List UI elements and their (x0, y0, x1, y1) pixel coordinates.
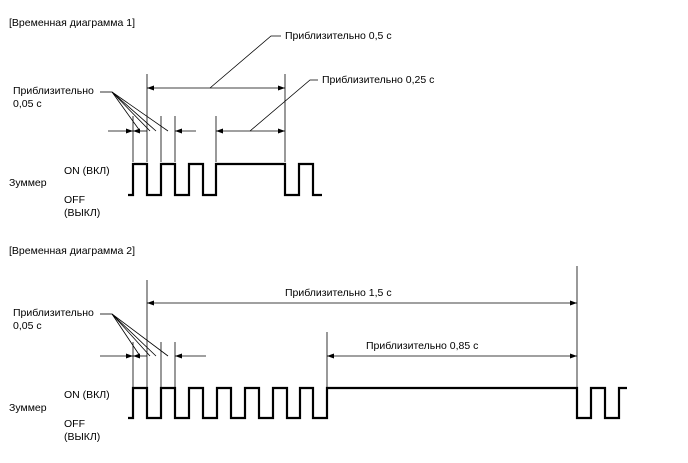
diagram1-short-label-2: 0,05 с (13, 98, 42, 110)
diagram1-off-label-2: (ВЫКЛ) (64, 207, 100, 219)
diagram2-short-leaders (100, 313, 169, 357)
diagram1-long-label: Приблизительно 0,25 с (322, 74, 434, 86)
diagram2-short-label-2: 0,05 с (13, 320, 42, 332)
timing-diagram-1: [Временная диаграмма 1] Приблизительно 0… (9, 17, 434, 219)
diagram2-off-label-2: (ВЫКЛ) (64, 431, 100, 443)
diagram1-short-label-1: Приблизительно (13, 85, 94, 97)
diagram2-short-label-1: Приблизительно (13, 307, 94, 319)
diagram1-extension-lines (132, 74, 286, 162)
diagram1-short-leaders (100, 91, 169, 132)
diagram2-total-label: Приблизительно 1,5 с (285, 287, 392, 299)
diagram1-signal-name: Зуммер (9, 177, 47, 189)
diagram1-long-leader (249, 79, 318, 132)
diagram2-title: [Временная диаграмма 2] (9, 245, 135, 257)
diagram1-total-label: Приблизительно 0,5 с (285, 30, 392, 42)
diagram2-extension-lines (132, 266, 578, 388)
diagram1-off-label-1: OFF (64, 194, 85, 206)
diagram2-on-label: ON (ВКЛ) (64, 389, 110, 401)
diagram1-on-label: ON (ВКЛ) (64, 165, 110, 177)
diagram2-long-label: Приблизительно 0,85 с (366, 340, 478, 352)
diagram1-total-leader (209, 35, 281, 89)
timing-diagram-2: [Временная диаграмма 2] Приблизительно 1… (9, 245, 627, 443)
diagram1-title: [Временная диаграмма 1] (9, 17, 135, 29)
diagram2-off-label-1: OFF (64, 418, 85, 430)
diagram2-buzzer-waveform (128, 386, 627, 420)
diagram2-signal-name: Зуммер (9, 402, 47, 414)
diagram1-buzzer-waveform (128, 162, 322, 197)
